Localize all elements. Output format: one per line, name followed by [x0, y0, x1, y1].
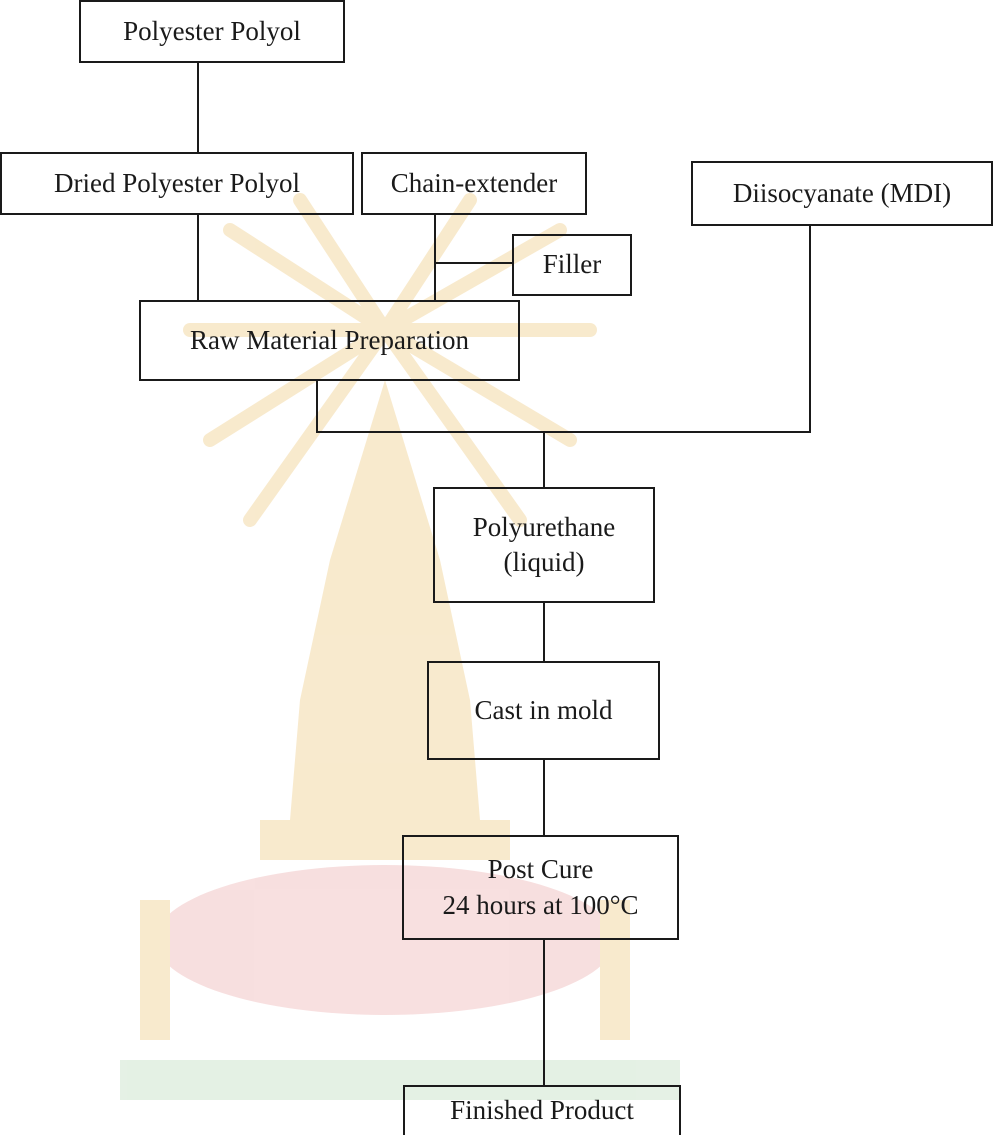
- node-polyester-polyol: Polyester Polyol: [79, 0, 345, 63]
- node-finished-product: Finished Product: [403, 1085, 681, 1135]
- connector-cast-to-cure: [543, 759, 545, 836]
- connector-chain-to-raw: [434, 214, 436, 302]
- connector-raw-down: [316, 380, 318, 432]
- node-polyurethane: Polyurethane (liquid): [433, 487, 655, 603]
- node-polyester-polyol-label: Polyester Polyol: [123, 15, 301, 46]
- node-filler: Filler: [512, 234, 632, 296]
- node-finished-product-label: Finished Product: [450, 1095, 634, 1126]
- node-polyurethane-label: Polyurethane: [472, 511, 616, 542]
- connector-merge-to-pu: [543, 431, 545, 488]
- node-cast-in-mold-label: Cast in mold: [474, 694, 613, 725]
- node-post-cure: Post Cure 24 hours at 100°C: [402, 835, 679, 940]
- node-post-cure-label: Post Cure: [487, 854, 594, 885]
- connector-cure-to-finished: [543, 939, 545, 1086]
- node-raw-material-preparation-label: Raw Material Preparation: [190, 324, 469, 355]
- node-diisocyanate-label: Diisocyanate (MDI): [732, 177, 952, 208]
- node-diisocyanate: Diisocyanate (MDI): [691, 161, 993, 226]
- connector-pu-to-cast: [543, 602, 545, 662]
- connector-filler-branch: [434, 262, 514, 264]
- connector-dried-to-raw: [197, 214, 199, 302]
- node-dried-polyester-polyol-label: Dried Polyester Polyol: [54, 167, 300, 198]
- node-chain-extender-label: Chain-extender: [390, 167, 558, 198]
- node-dried-polyester-polyol: Dried Polyester Polyol: [0, 152, 354, 215]
- node-cast-in-mold: Cast in mold: [427, 661, 660, 760]
- node-raw-material-preparation: Raw Material Preparation: [139, 300, 520, 381]
- connector-merge-bar: [316, 431, 811, 433]
- node-post-cure-sublabel: 24 hours at 100°C: [442, 889, 639, 920]
- connector-mdi-down: [809, 225, 811, 433]
- node-chain-extender: Chain-extender: [361, 152, 587, 215]
- node-filler-label: Filler: [542, 249, 602, 280]
- connector-polyol-to-dried: [197, 62, 199, 154]
- node-polyurethane-sublabel: (liquid): [503, 547, 585, 577]
